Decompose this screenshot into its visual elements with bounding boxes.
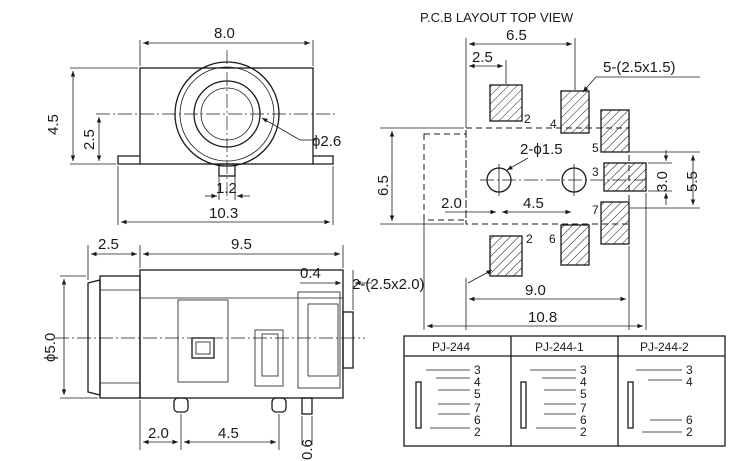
dim-tab: 0.4 (300, 265, 321, 282)
latch-window (191, 337, 215, 359)
pad-num-6: 6 (549, 232, 556, 246)
svg-text:2: 2 (474, 425, 481, 439)
pad-2-top (489, 84, 523, 122)
pin-3 (301, 397, 313, 415)
svg-text:6: 6 (686, 413, 693, 427)
pin-1 (173, 397, 189, 413)
dim-hole: ϕ2.6 (312, 133, 341, 150)
svg-text:3: 3 (580, 363, 587, 377)
side-view: 2.5 9.5 0.4 ϕ5.0 2.0 4.5 0.6 (42, 236, 372, 460)
svg-text:7: 7 (474, 401, 481, 415)
dim-pcb-offset: 2.5 (472, 49, 493, 66)
schematic-pj244-2: 3 4 6 2 (627, 363, 693, 439)
pad-size-label: 5-(2.5x1.5) (603, 59, 676, 76)
pad-num-2-bottom: 2 (526, 232, 533, 246)
bottom-pin (218, 163, 236, 177)
top-view-body (139, 67, 314, 165)
front-outline (423, 133, 467, 221)
svg-text:4: 4 (474, 375, 481, 389)
pad-7 (600, 201, 630, 245)
pad-num-5: 5 (592, 141, 599, 155)
dim-pcb-pitch: 3.0 (654, 171, 671, 192)
svg-text:6: 6 (580, 413, 587, 427)
schematic-pj244: 3 4 5 7 6 2 (415, 363, 481, 439)
svg-text:5: 5 (474, 387, 481, 401)
dim-body: 9.5 (231, 236, 252, 253)
left-flange (117, 155, 140, 165)
right-flange (313, 155, 334, 165)
schematic-table: PJ-244 PJ-244-1 PJ-244-2 3 4 5 7 6 2 3 4… (403, 335, 726, 447)
pad-num-4: 4 (550, 117, 557, 131)
dim-center: 2.5 (81, 129, 98, 150)
svg-text:2: 2 (686, 425, 693, 439)
svg-text:5: 5 (580, 387, 587, 401)
svg-text:7: 7 (580, 401, 587, 415)
table-header-3: PJ-244-2 (640, 340, 689, 354)
svg-text:2: 2 (580, 425, 587, 439)
svg-text:3: 3 (474, 363, 481, 377)
svg-text:4: 4 (580, 375, 587, 389)
hole-size-label: 2-ϕ1.5 (520, 141, 563, 158)
pad-4 (560, 90, 590, 134)
dim-pcb-right: 5.5 (684, 171, 701, 192)
svg-text:4: 4 (686, 375, 693, 389)
table-header-1: PJ-244 (432, 340, 470, 354)
pad2-size-label: 2-(2.5x2.0) (352, 276, 425, 293)
main-body (139, 269, 344, 399)
dim-diameter: ϕ5.0 (42, 333, 59, 362)
dim-pin-spacing-1: 2.0 (148, 425, 169, 442)
dim-pcb-mid: 4.5 (523, 195, 544, 212)
pad-num-3: 3 (592, 165, 599, 179)
dim-pcb-108: 10.8 (528, 309, 557, 326)
pad-2-bottom (489, 235, 523, 277)
svg-text:3: 3 (686, 363, 693, 377)
dim-pcb-width: 6.5 (506, 27, 527, 44)
dim-overall: 10.3 (209, 205, 238, 222)
pad-6 (560, 224, 590, 266)
dim-pin-spacing-2: 4.5 (218, 425, 239, 442)
front-barrel (99, 275, 141, 399)
dim-pcb-height: 6.5 (375, 175, 392, 196)
dim-height: 4.5 (45, 114, 62, 135)
dim-front: 2.5 (98, 236, 119, 253)
schematic-pj244-1: 3 4 5 7 6 2 (520, 363, 587, 439)
dim-pin-width: 0.6 (299, 439, 316, 460)
pin-2 (271, 397, 287, 413)
pad-num-2-top: 2 (524, 112, 531, 126)
dim-width: 8.0 (214, 25, 235, 42)
table-header-2: PJ-244-1 (535, 340, 584, 354)
dim-pin: 1.2 (216, 180, 237, 197)
pad-3 (603, 162, 647, 192)
pad-num-7: 7 (592, 203, 599, 217)
top-view: 8.0 4.5 2.5 ϕ2.6 1.2 10.3 (45, 25, 341, 225)
pad-5 (600, 109, 630, 153)
dim-pcb-9: 9.0 (525, 282, 546, 299)
dim-pcb-left: 2.0 (441, 195, 462, 212)
rear-tab (342, 311, 354, 369)
svg-text:6: 6 (474, 413, 481, 427)
pcb-title: P.C.B LAYOUT TOP VIEW (420, 10, 574, 25)
pcb-layout: P.C.B LAYOUT TOP VIEW 2 4 5 3 7 2 6 6.5 (352, 10, 701, 330)
